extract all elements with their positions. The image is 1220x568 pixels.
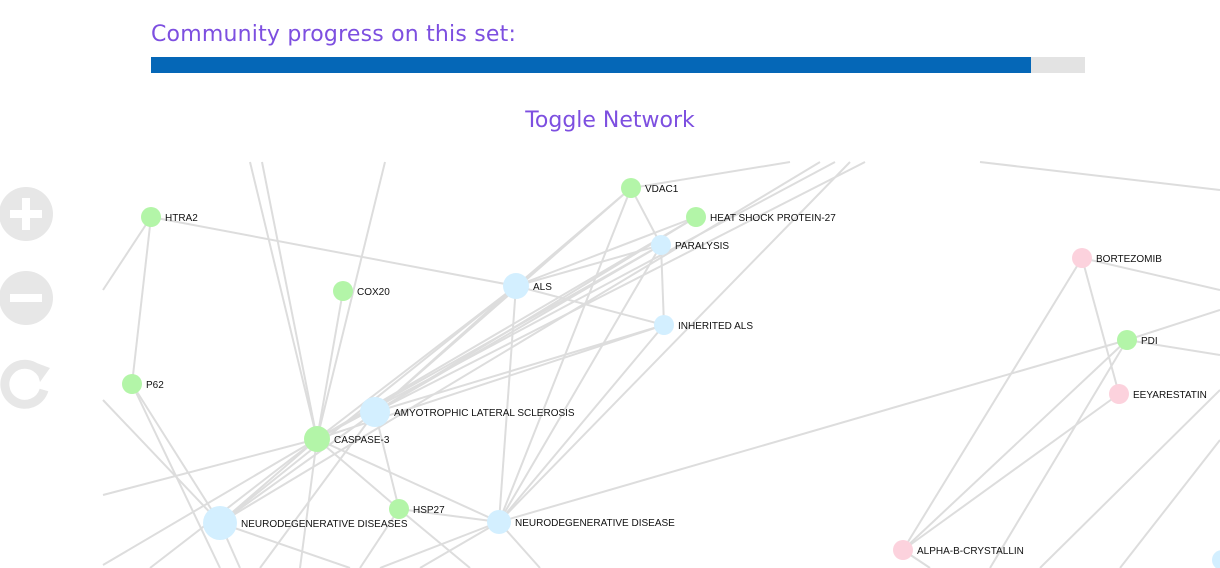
- network-edge: [498, 244, 662, 523]
- network-edge: [1126, 339, 1220, 356]
- network-node[interactable]: [1117, 330, 1137, 350]
- network-node-label: EEYARESTATIN: [1133, 390, 1207, 401]
- network-edge: [102, 438, 318, 566]
- network-node[interactable]: [1212, 550, 1220, 568]
- zoom-in-icon[interactable]: [0, 186, 54, 242]
- network-edge: [374, 285, 517, 413]
- network-node-label: PARALYSIS: [675, 241, 729, 252]
- network-edge: [398, 508, 500, 523]
- network-edge: [979, 161, 1220, 191]
- network-edge: [498, 324, 665, 523]
- network-node[interactable]: [893, 540, 913, 560]
- network-edge: [131, 216, 152, 385]
- network-edge: [249, 161, 318, 440]
- network-node[interactable]: [1072, 248, 1092, 268]
- network-edge: [515, 285, 665, 326]
- network-node-label: P62: [146, 380, 164, 391]
- network-node-label: COX20: [357, 287, 390, 298]
- network-node[interactable]: [141, 207, 161, 227]
- network-node-label: INHERITED ALS: [678, 321, 753, 332]
- network-node-label: HTRA2: [165, 213, 198, 224]
- network-node-label: BORTEZOMIB: [1096, 254, 1162, 265]
- network-node[interactable]: [686, 207, 706, 227]
- network-edge: [316, 161, 836, 440]
- network-edge: [316, 438, 500, 523]
- network-node-label: VDAC1: [645, 184, 679, 195]
- network-edge: [102, 399, 221, 524]
- network-node-label: ALS: [533, 282, 552, 293]
- network-edge: [902, 339, 1128, 551]
- network-edge: [1081, 257, 1220, 291]
- progress-title: Community progress on this set:: [151, 22, 517, 47]
- network-edge: [498, 339, 1128, 523]
- network-node-label: HSP27: [413, 505, 445, 516]
- network-edge: [374, 161, 866, 413]
- network-node[interactable]: [122, 374, 142, 394]
- network-edge: [316, 161, 386, 440]
- network-node-label: ALPHA-B-CRYSTALLIN: [917, 546, 1024, 557]
- network-edge: [261, 161, 318, 440]
- network-edge: [1039, 389, 1220, 568]
- network-edge: [131, 383, 221, 524]
- network-edge: [902, 257, 1083, 551]
- network-edge: [398, 508, 471, 568]
- network-node-label: NEURODEGENERATIVE DISEASES: [241, 519, 408, 530]
- network-edge: [419, 521, 500, 568]
- network-edge: [498, 285, 517, 523]
- network-node[interactable]: [304, 426, 330, 452]
- network-edge: [219, 411, 376, 524]
- zoom-out-icon[interactable]: [0, 270, 54, 326]
- progress-bar: [151, 57, 1085, 73]
- network-node-label: PDI: [1141, 336, 1158, 347]
- network-node[interactable]: [1109, 384, 1129, 404]
- network-edge: [102, 216, 152, 291]
- network-edge: [316, 438, 400, 510]
- toggle-network-link[interactable]: Toggle Network: [525, 108, 695, 133]
- reset-icon[interactable]: [0, 354, 54, 410]
- network-edge: [498, 161, 851, 523]
- network-edge: [902, 393, 1120, 551]
- network-edge: [515, 216, 697, 287]
- network-edge: [630, 187, 662, 246]
- network-edge: [316, 290, 344, 440]
- network-node[interactable]: [389, 499, 409, 519]
- network-edge: [989, 339, 1128, 568]
- network-edge: [359, 508, 400, 568]
- network-edge: [102, 438, 318, 496]
- network-edge: [379, 521, 500, 568]
- network-edge: [630, 161, 791, 189]
- network-edge: [219, 522, 351, 568]
- network-edge: [1126, 309, 1220, 341]
- network-node[interactable]: [360, 397, 390, 427]
- network-edge: [149, 438, 318, 568]
- network-node-label: AMYOTROPHIC LATERAL SCLEROSIS: [394, 408, 575, 419]
- progress-bar-fill: [151, 57, 1031, 73]
- network-edge: [219, 438, 318, 524]
- network-edge: [374, 324, 665, 413]
- network-node-label: HEAT SHOCK PROTEIN-27: [710, 213, 836, 224]
- network-node-label: NEURODEGENERATIVE DISEASE: [515, 518, 675, 529]
- network-edge: [150, 216, 517, 287]
- network-node[interactable]: [503, 273, 529, 299]
- network-node[interactable]: [651, 235, 671, 255]
- network-node[interactable]: [621, 178, 641, 198]
- network-edge: [259, 411, 376, 568]
- network-edge: [1081, 257, 1120, 395]
- network-edge: [219, 161, 821, 524]
- network-nodes: [122, 178, 1220, 568]
- network-edge: [1119, 439, 1220, 568]
- network-edge: [131, 383, 221, 568]
- network-node[interactable]: [333, 281, 353, 301]
- network-node[interactable]: [487, 510, 511, 534]
- network-node-label: CASPASE-3: [334, 435, 390, 446]
- network-edges: [102, 161, 1220, 568]
- network-node[interactable]: [654, 315, 674, 335]
- network-node[interactable]: [203, 506, 237, 540]
- network-edge: [515, 244, 662, 287]
